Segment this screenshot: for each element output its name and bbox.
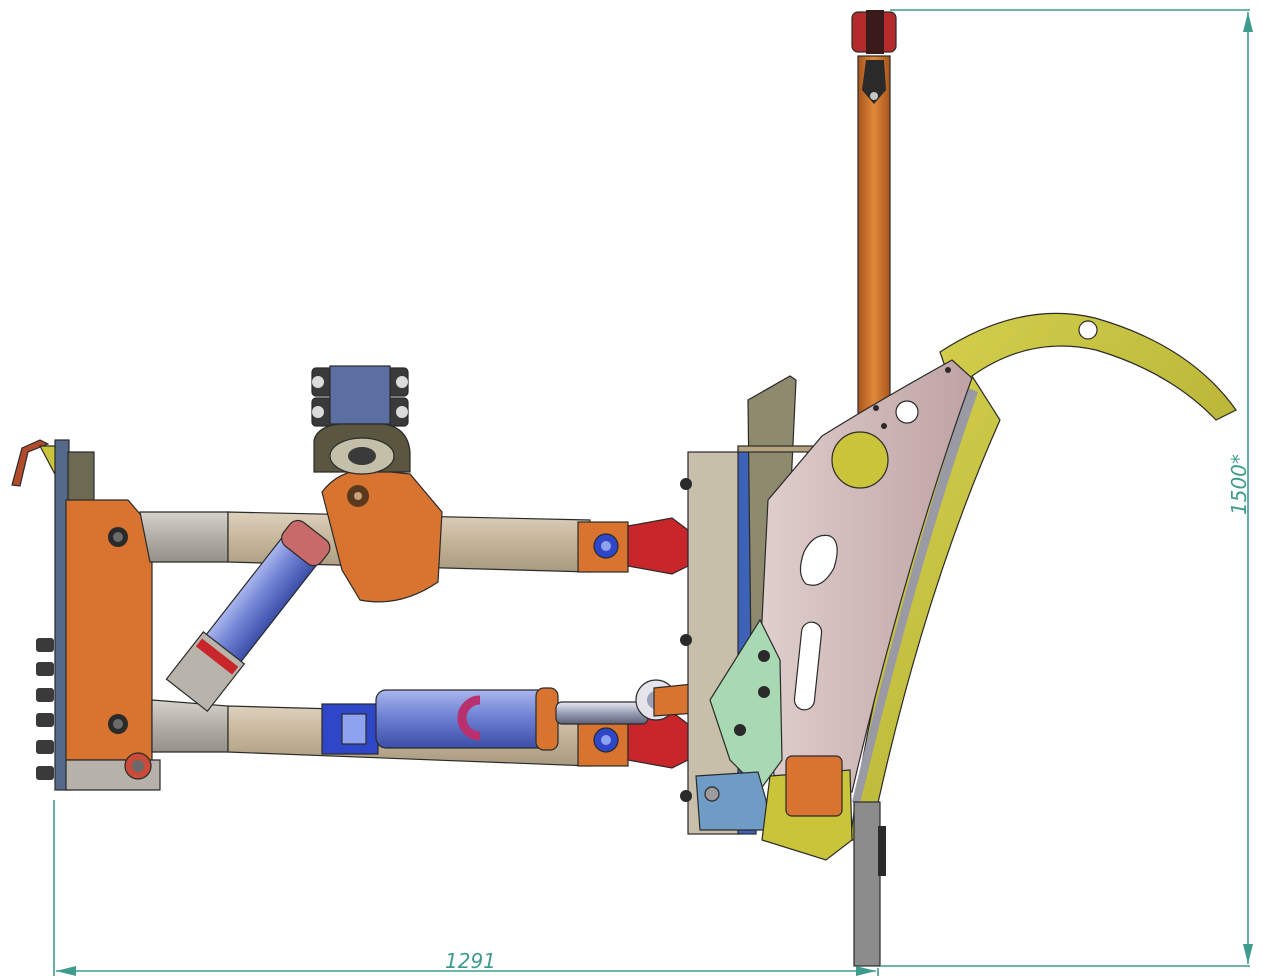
upper-arm [139,469,689,603]
horizontal-hydraulic-cylinder [321,679,713,755]
left-mounting-frame [11,439,161,791]
lower-arm-grey-section [151,699,229,753]
yellow-curved-blade [849,312,1237,841]
dark-block [67,451,95,503]
upper-red-clevis [627,517,689,575]
width-dimension-label: 1291 [445,949,496,973]
height-dimension-label: 1500* [1227,454,1251,515]
post-tube [857,55,891,451]
center-plate [687,451,741,835]
cylinder-logo-mark [457,695,481,741]
blue-bracket [695,771,771,831]
post-latch [862,60,886,104]
orange-lower-block [785,755,843,817]
orange-bracket [65,499,153,761]
left-bolt-column [36,638,54,780]
curved-blade-assembly [695,312,1237,967]
grey-cutting-plate [853,801,881,967]
upper-arm-grey-section [139,511,229,563]
valve-motor-assembly [311,365,411,475]
vertical-post [851,10,897,451]
plate-big-hole [831,431,889,489]
diagonal-hydraulic-cylinder [165,519,331,713]
green-side-plate [709,618,783,791]
plate-upper-slot [799,534,838,586]
plate-small-hole [895,400,919,424]
upper-link-plate [321,469,443,603]
arc-strip [852,388,978,804]
blade-top-hole [1078,320,1098,340]
cylinder-rod [555,701,649,725]
plate-lower-slot [793,621,823,711]
height-dimension: 1500* [880,9,1253,967]
width-dimension: 1291 [53,800,879,976]
